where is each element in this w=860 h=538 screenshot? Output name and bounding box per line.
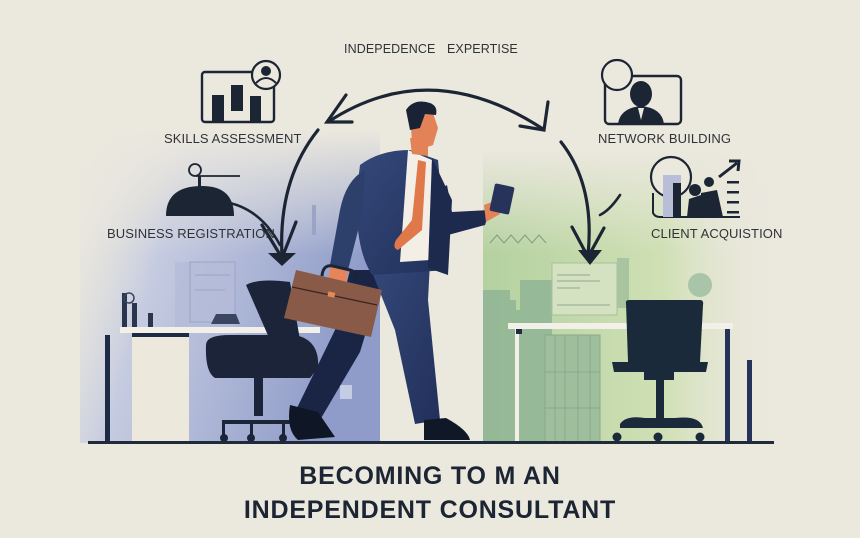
businessman-figure: [284, 101, 515, 440]
arrow-head-left: [268, 253, 296, 266]
businessman-portrait-icon: [600, 58, 683, 126]
step-label-client-acquisition: CLIENT ACQUISTION: [651, 226, 783, 241]
floor-line: [88, 441, 774, 444]
right-desk: [508, 323, 752, 443]
left-office-chair: [205, 280, 319, 442]
step-label-network-building: NETWORK BUILDING: [598, 131, 732, 146]
page-title-line-2: INDEPENDENT CONSULTANT: [243, 496, 617, 524]
chart-profile-icon: [200, 59, 282, 124]
right-office-backdrop: [483, 150, 783, 444]
left-desk: [105, 292, 320, 443]
page-title-line-1: BECOMING TO M AN: [299, 462, 561, 490]
step-label-business-registration: BUSINESS REGISTRATION: [107, 226, 275, 241]
client-growth-icon: [649, 155, 741, 218]
arrow-head-right: [578, 250, 602, 265]
service-bell-icon: [166, 163, 240, 216]
step-label-skills-assessment: SKILLS ASSESSMENT: [164, 131, 302, 146]
label-independence: INDEPEDENCE: [344, 42, 436, 56]
label-expertise: EXPERTISE: [447, 42, 518, 56]
cycle-arrows: [223, 88, 622, 262]
right-office-chair: [612, 300, 708, 442]
